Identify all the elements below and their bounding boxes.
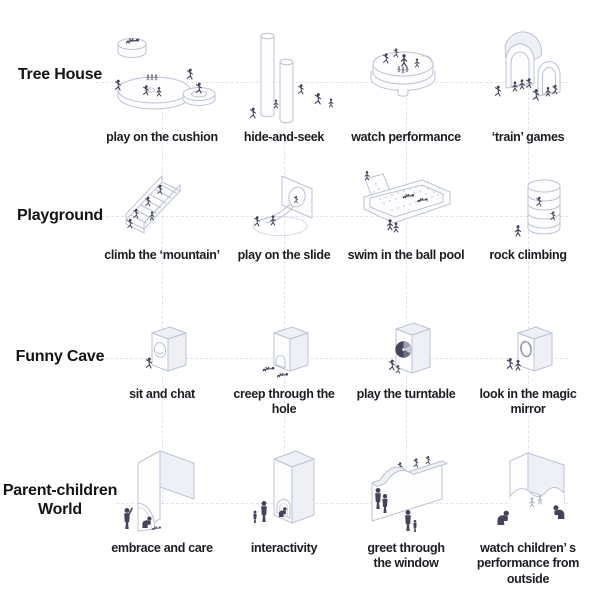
turntable-box-icon <box>344 319 468 385</box>
item-caption: creep through the hole <box>233 387 335 417</box>
round-stage-icon <box>344 28 468 128</box>
item-caption: play on the cushion <box>106 130 218 144</box>
item-caption: play the turntable <box>356 387 456 401</box>
row-connector-line <box>100 358 568 359</box>
slide-panel-icon <box>222 168 346 246</box>
diagram-cell: greet through the window <box>344 441 468 572</box>
row-connector-line <box>96 82 568 83</box>
item-caption: interactivity <box>250 541 318 555</box>
diagram-cell: climb the ‘mountain’ <box>100 168 224 263</box>
ball-dots <box>373 183 439 211</box>
arch-tunnels-icon <box>466 28 590 128</box>
item-caption: hide-and-seek <box>243 130 325 144</box>
item-caption: look in the magic mirror <box>479 387 577 417</box>
diagram-cell: watch performance <box>344 28 468 145</box>
item-caption: greet through the window <box>367 541 445 571</box>
item-caption: watch performance <box>351 130 461 144</box>
column-connector-line <box>284 82 285 503</box>
climbing-stairs-icon <box>100 168 224 246</box>
diagram-cell: swim in the ball pool <box>344 168 468 263</box>
diagram-cell: hide-and-seek <box>222 28 346 145</box>
item-caption: watch children’ s performance from outsi… <box>476 541 580 586</box>
diagram-cell: look in the magic mirror <box>466 319 590 418</box>
corner-wall-opening-icon <box>466 441 590 539</box>
diagram-cell: watch children’ s performance from outsi… <box>466 441 590 587</box>
column-connector-line <box>528 82 529 503</box>
window-wall-icon <box>344 441 468 539</box>
diagram-cell: rock climbing <box>466 168 590 263</box>
row-label-parent-children-world: Parent-children World <box>2 482 118 518</box>
cave-seat-box-icon <box>100 319 224 385</box>
row-label-playground: Playground <box>16 207 103 224</box>
arch-niche-wall-icon <box>222 441 346 539</box>
item-caption: sit and chat <box>129 387 195 401</box>
diagram-cell: embrace and care <box>100 441 224 556</box>
item-caption: rock climbing <box>489 248 567 262</box>
row-label-tree-house: Tree House <box>17 66 103 83</box>
diagram-cell: creep through the hole <box>222 319 346 418</box>
arc-cut-wall-icon <box>100 441 224 539</box>
item-caption: embrace and care <box>111 541 213 555</box>
ball-pool-icon <box>344 168 468 246</box>
item-caption: climb the ‘mountain’ <box>104 248 220 262</box>
item-caption: play on the slide <box>237 248 331 262</box>
diagram-cell: ‘train’ games <box>466 28 590 145</box>
row-connector-line <box>116 503 568 504</box>
cave-hole-box-icon <box>222 319 346 385</box>
diagram-cell: sit and chat <box>100 319 224 402</box>
item-caption: ‘train’ games <box>491 130 565 144</box>
column-connector-line <box>162 82 163 503</box>
column-connector-line <box>406 82 407 503</box>
item-caption: swim in the ball pool <box>347 248 465 262</box>
cushion-platforms-icon <box>100 28 224 128</box>
diagram-cell: play the turntable <box>344 319 468 402</box>
row-label-funny-cave: Funny Cave <box>15 348 105 365</box>
diagram-cell: play on the cushion <box>100 28 224 145</box>
diagram-cell: interactivity <box>222 441 346 556</box>
magic-mirror-box-icon <box>466 319 590 385</box>
climbing-wall-icon <box>466 168 590 246</box>
hide-and-seek-columns-icon <box>222 28 346 128</box>
diagram-cell: play on the slide <box>222 168 346 263</box>
row-connector-line <box>101 216 568 217</box>
